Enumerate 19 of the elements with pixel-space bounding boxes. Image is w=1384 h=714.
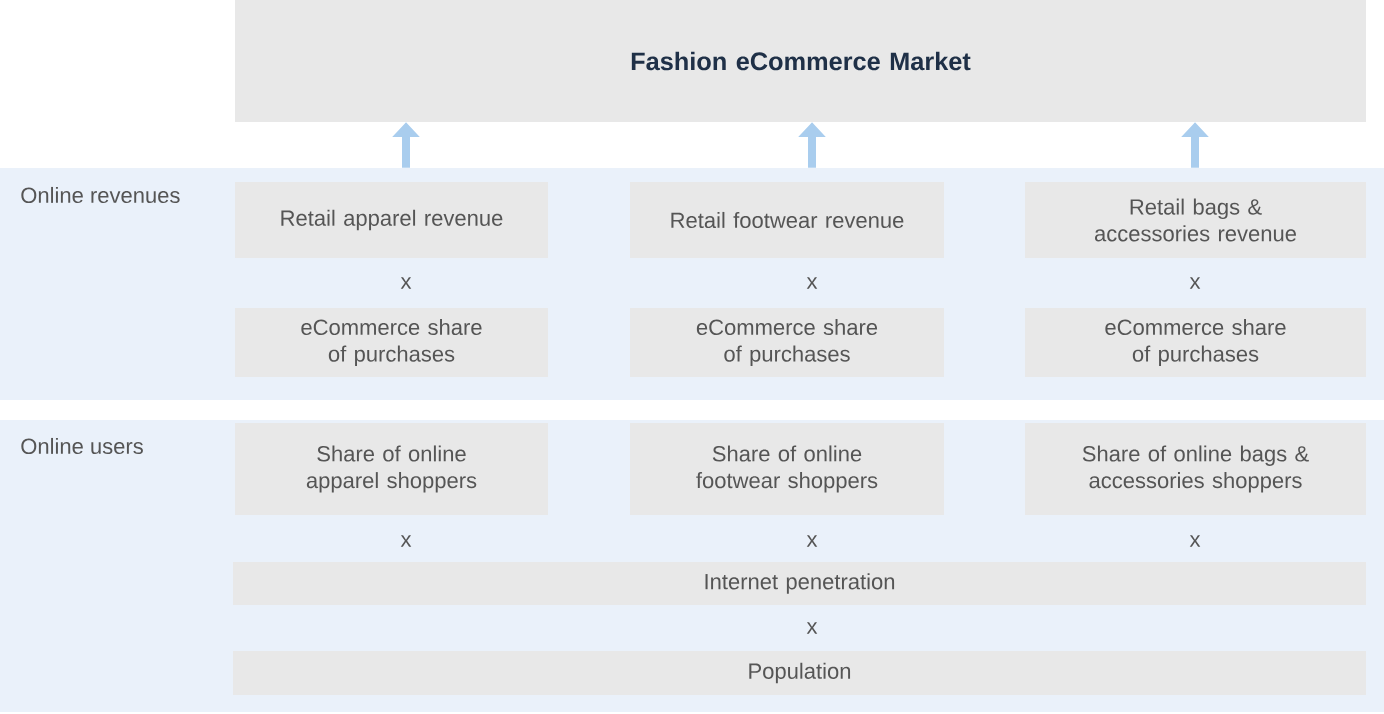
multiply-sign: x (1189, 277, 1201, 289)
title-box: Fashion eCommerce Market (235, 0, 1366, 122)
factor-box: eCommerce share of purchases (630, 308, 944, 377)
factor-box: Share of online footwear shoppers (630, 423, 944, 515)
factor-box: Retail footwear revenue (630, 182, 944, 258)
factor-box: Share of online apparel shoppers (235, 423, 548, 515)
factor-box: Retail apparel revenue (235, 182, 548, 258)
multiply-sign: x (806, 535, 818, 547)
factor-box: eCommerce share of purchases (1025, 308, 1366, 377)
multiply-sign: x (400, 277, 412, 289)
factor-box: eCommerce share of purchases (235, 308, 548, 377)
factor-box: Share of online bags & accessories shoppers (1025, 423, 1366, 515)
multiply-sign: x (400, 535, 412, 547)
factor-box: Internet penetration (233, 562, 1366, 605)
multiply-sign: x (806, 277, 818, 289)
factor-box: Population (233, 651, 1366, 695)
factor-box: Retail bags & accessories revenue (1025, 182, 1366, 258)
multiply-sign: x (1189, 535, 1201, 547)
multiply-sign: x (806, 622, 818, 634)
